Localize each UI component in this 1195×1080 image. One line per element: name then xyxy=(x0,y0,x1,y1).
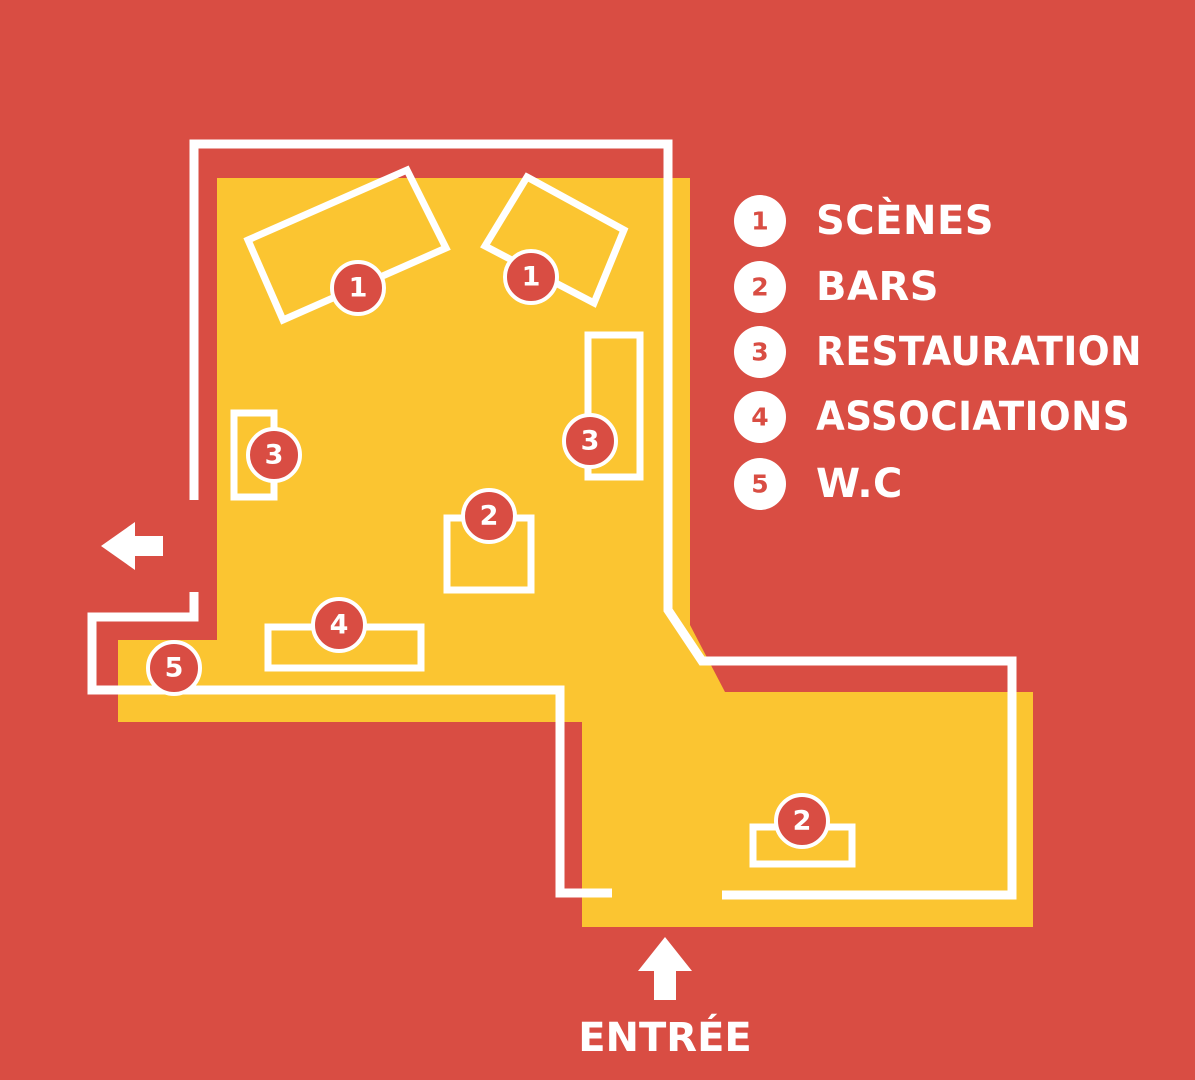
marker-food-left: 3 xyxy=(246,427,302,483)
legend-label: BARS xyxy=(816,264,939,310)
entrance-label: ENTRÉE xyxy=(578,1013,752,1061)
arrow-left-icon xyxy=(101,522,163,570)
legend-item-wc: 5 W.C xyxy=(734,458,903,510)
wall-main xyxy=(189,139,1017,900)
marker-associations-number: 4 xyxy=(330,610,349,641)
legend-number: 5 xyxy=(751,470,768,499)
legend-number: 1 xyxy=(751,207,768,236)
legend-label: W.C xyxy=(816,461,903,507)
marker-food-left-number: 3 xyxy=(265,440,284,471)
marker-wc-number: 5 xyxy=(165,653,184,684)
marker-associations: 4 xyxy=(311,597,367,653)
marker-stage-right: 1 xyxy=(503,249,559,305)
marker-bar-center-number: 2 xyxy=(480,501,499,532)
legend-number: 4 xyxy=(751,403,768,432)
arrow-up-icon xyxy=(638,937,692,1000)
legend-item-scenes: 1 SCÈNES xyxy=(734,195,994,247)
stage-right-zone xyxy=(480,172,629,308)
floor-area xyxy=(118,178,1033,927)
marker-bar-bottom: 2 xyxy=(774,793,830,849)
food-right-zone xyxy=(584,331,644,481)
marker-food-right: 3 xyxy=(562,413,618,469)
stage-left-zone xyxy=(243,165,451,325)
legend-number: 2 xyxy=(751,273,768,302)
legend-item-bars: 2 BARS xyxy=(734,261,939,313)
legend-label: RESTAURATION xyxy=(816,329,1142,375)
marker-stage-right-number: 1 xyxy=(522,262,541,293)
legend-item-restauration: 3 RESTAURATION xyxy=(734,326,1142,378)
marker-wc: 5 xyxy=(146,640,202,696)
marker-bar-center: 2 xyxy=(461,488,517,544)
marker-bar-bottom-number: 2 xyxy=(793,806,812,837)
marker-stage-left: 1 xyxy=(330,260,386,316)
wall-lower xyxy=(87,592,612,898)
marker-food-right-number: 3 xyxy=(581,426,600,457)
legend: 1 SCÈNES 2 BARS 3 RESTAURATION 4 ASSOCIA… xyxy=(734,195,1142,510)
marker-stage-left-number: 1 xyxy=(349,273,368,304)
legend-label: SCÈNES xyxy=(816,196,994,244)
legend-label: ASSOCIATIONS xyxy=(816,394,1130,440)
legend-number: 3 xyxy=(751,338,768,367)
legend-item-associations: 4 ASSOCIATIONS xyxy=(734,391,1130,443)
